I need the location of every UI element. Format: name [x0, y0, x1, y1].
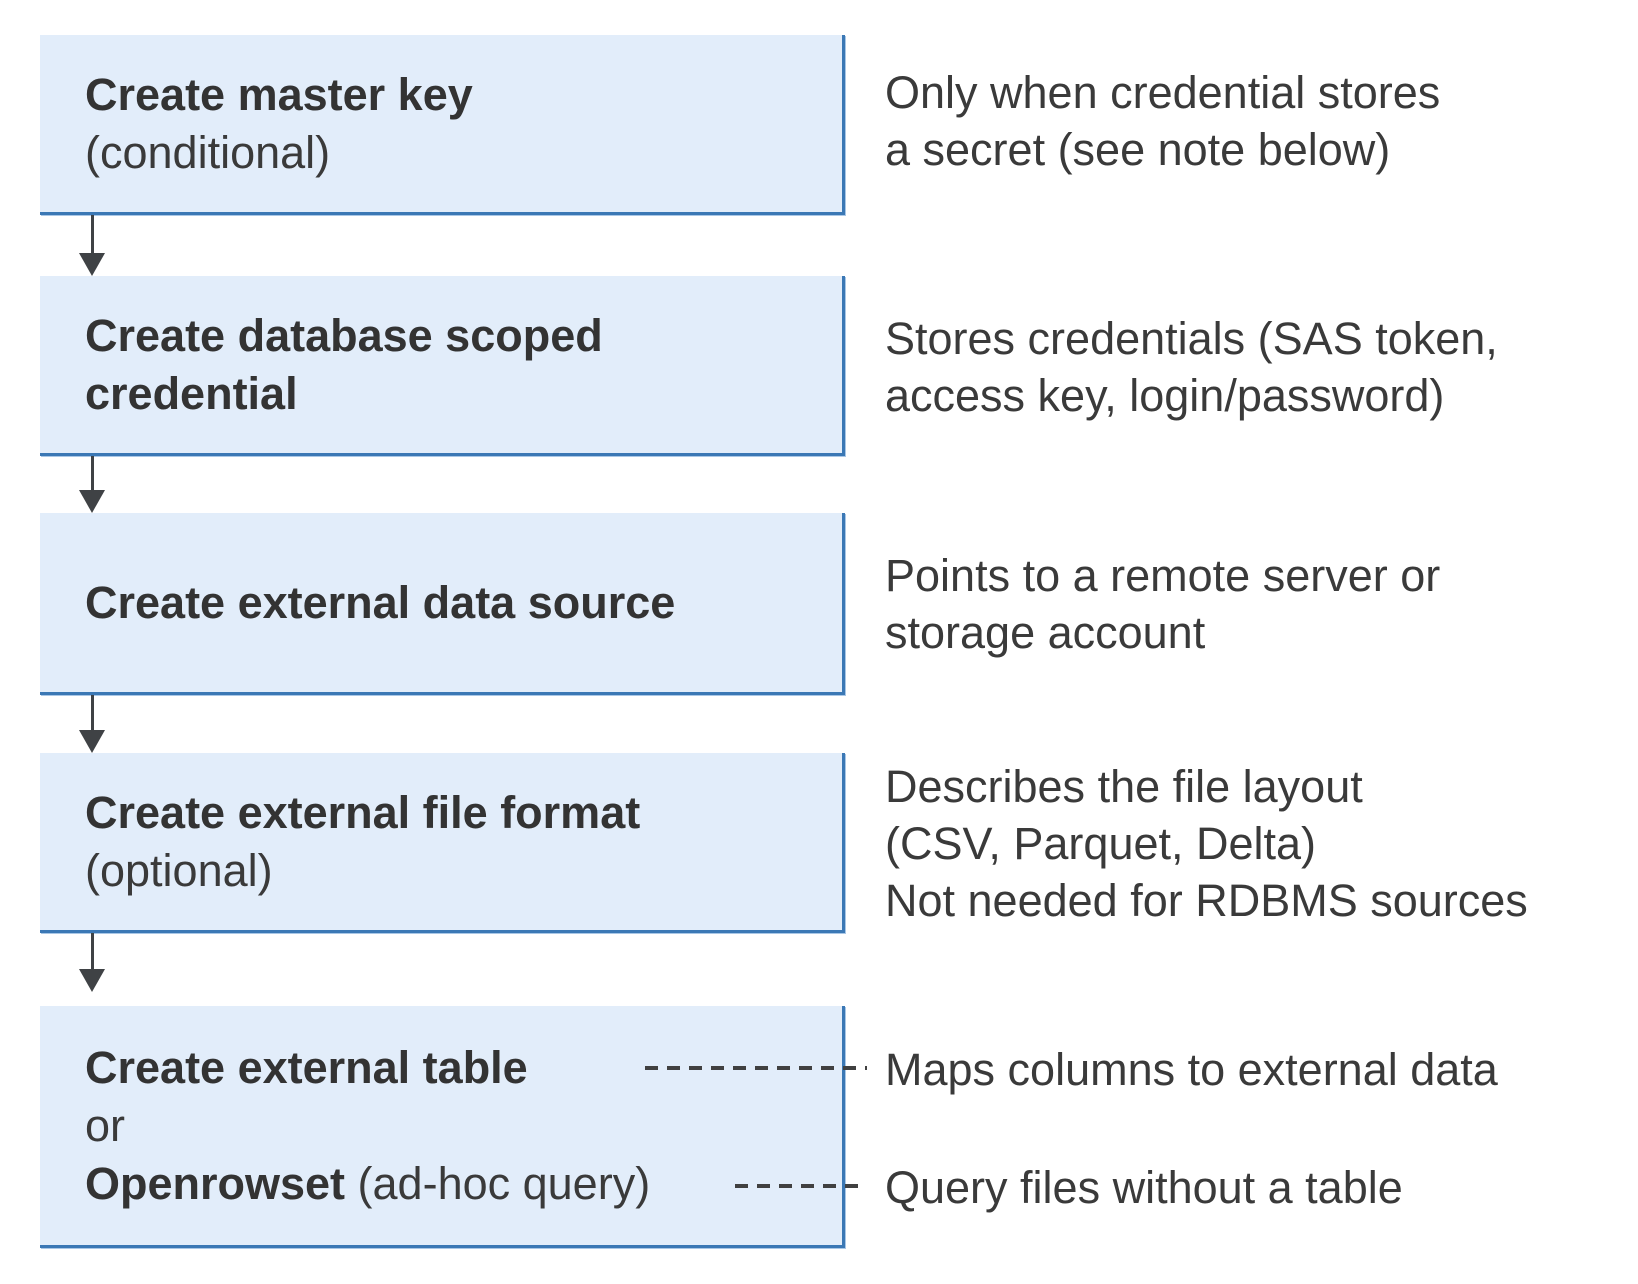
box-title: Create external file format — [85, 786, 641, 838]
box-title: Openrowset — [85, 1157, 346, 1209]
note-line: Not needed for RDBMS sources — [885, 875, 1528, 926]
note-line: Query files without a table — [885, 1162, 1403, 1213]
note-line: access key, login/password) — [885, 370, 1445, 421]
box-subtitle: (ad-hoc query) — [345, 1157, 651, 1209]
note-master-key: Only when credential stores a secret (se… — [885, 64, 1440, 178]
note-line: Points to a remote server or — [885, 550, 1441, 601]
note-external-data-source: Points to a remote server or storage acc… — [885, 547, 1440, 661]
note-line: (CSV, Parquet, Delta) — [885, 818, 1317, 869]
box-title: credential — [85, 367, 298, 419]
box-or-label: or — [85, 1099, 126, 1151]
flow-box-create-database-scoped-credential: Create database scoped credential — [40, 276, 845, 456]
box-title: Create database scoped — [85, 309, 603, 361]
down-arrow-icon — [79, 933, 105, 992]
box-mixed-line: Openrowset (ad-hoc query) — [85, 1155, 842, 1213]
down-arrow-icon — [79, 695, 105, 753]
box-title: Create external data source — [85, 576, 676, 628]
note-database-scoped-credential: Stores credentials (SAS token, access ke… — [885, 310, 1498, 424]
flow-box-create-master-key: Create master key (conditional) — [40, 35, 845, 215]
flow-box-create-external-data-source: Create external data source — [40, 513, 845, 695]
note-line: a secret (see note below) — [885, 124, 1391, 175]
arrow-head — [79, 730, 105, 753]
arrow-head — [79, 969, 105, 992]
note-line: Only when credential stores — [885, 67, 1441, 118]
note-line: Stores credentials (SAS token, — [885, 313, 1498, 364]
box-subtitle: (optional) — [85, 844, 273, 896]
arrow-shaft — [90, 933, 94, 969]
arrow-shaft — [90, 456, 94, 490]
flow-box-create-external-table-or-openrowset: Create external table or Openrowset (ad-… — [40, 1006, 845, 1248]
note-query-files: Query files without a table — [885, 1159, 1403, 1216]
box-title: Create master key — [85, 68, 473, 120]
note-line: storage account — [885, 607, 1206, 658]
note-line: Describes the file layout — [885, 761, 1363, 812]
down-arrow-icon — [79, 215, 105, 276]
down-arrow-icon — [79, 456, 105, 513]
note-maps-columns: Maps columns to external data — [885, 1041, 1498, 1098]
note-line: Maps columns to external data — [885, 1044, 1498, 1095]
dashed-connector-external-table — [645, 1066, 867, 1070]
arrow-shaft — [90, 695, 94, 730]
arrow-shaft — [90, 215, 94, 253]
arrow-head — [79, 253, 105, 276]
flow-box-create-external-file-format: Create external file format (optional) — [40, 753, 845, 933]
arrow-head — [79, 490, 105, 513]
box-subtitle: (conditional) — [85, 126, 331, 178]
dashed-connector-openrowset — [735, 1184, 867, 1188]
note-external-file-format: Describes the file layout (CSV, Parquet,… — [885, 758, 1528, 929]
box-title: Create external table — [85, 1041, 528, 1093]
